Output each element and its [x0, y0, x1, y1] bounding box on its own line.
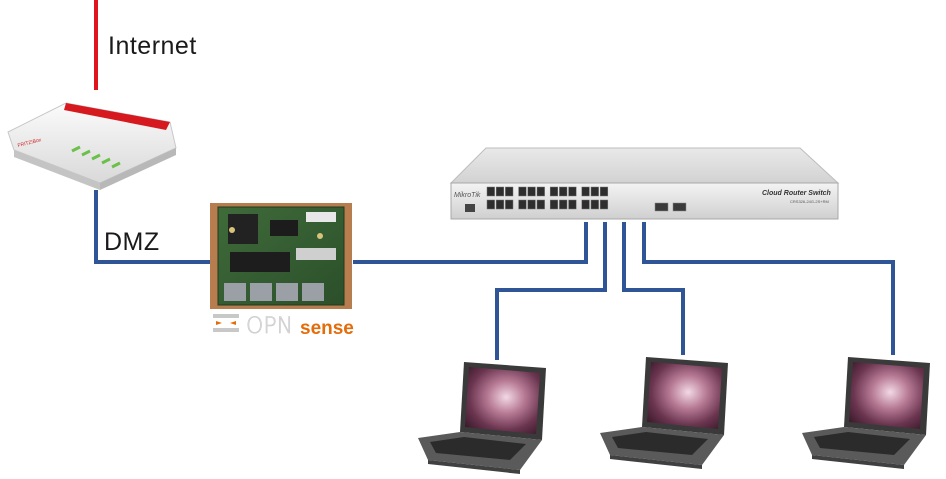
ethernet-port	[599, 186, 609, 197]
switch-title: Cloud Router Switch	[762, 190, 831, 197]
connections	[94, 0, 895, 360]
switch-to-laptop-2-link	[622, 222, 685, 355]
ethernet-port	[581, 199, 590, 210]
ethernet-port	[590, 186, 599, 197]
ethernet-port	[568, 186, 577, 197]
dmz-label: DMZ	[104, 228, 160, 256]
ethernet-port	[536, 186, 545, 197]
ethernet-port	[486, 186, 495, 197]
opnsense-logo-right: sense	[300, 318, 354, 339]
firewall-board-icon	[210, 203, 352, 309]
ethernet-port	[590, 199, 599, 210]
ethernet-port	[549, 199, 559, 210]
switch-ports	[486, 186, 687, 212]
router-leds	[71, 145, 121, 169]
sfp-port	[654, 202, 669, 212]
ethernet-port	[559, 186, 568, 197]
ethernet-port	[527, 186, 536, 197]
ethernet-port	[568, 199, 577, 210]
ethernet-port	[486, 199, 495, 210]
ethernet-port	[599, 199, 609, 210]
laptop-icon	[600, 357, 728, 469]
laptop-icon	[802, 357, 930, 469]
ethernet-port	[518, 199, 527, 210]
switch-model: CRS326-24G-2S+RM	[790, 199, 829, 204]
ethernet-port	[527, 199, 536, 210]
opnsense-logo-left: OPN	[246, 314, 293, 339]
sfp-port	[672, 202, 687, 212]
opnsense-logo: OPN sense	[213, 314, 354, 339]
router-icon: FRITZ!Box	[7, 102, 177, 190]
ethernet-port	[505, 199, 514, 210]
switch-to-laptop-3-link	[642, 222, 895, 355]
ethernet-port	[581, 186, 590, 197]
ethernet-port	[536, 199, 545, 210]
router-to-firewall-link	[94, 190, 215, 264]
firewall-to-switch-link	[353, 222, 588, 264]
console-port	[465, 204, 475, 212]
internet-label: Internet	[108, 32, 197, 60]
switch-brand: MikroTik	[454, 192, 481, 199]
ethernet-port	[559, 199, 568, 210]
network-switch-icon: MikroTik Cloud Router Switch CRS326-24G-…	[449, 147, 840, 220]
ethernet-port	[495, 199, 505, 210]
ethernet-port	[549, 186, 559, 197]
router-brand-text: FRITZ!Box	[17, 137, 42, 149]
switch-to-laptop-1-link	[495, 222, 607, 360]
ethernet-port	[518, 186, 527, 197]
ethernet-port	[495, 186, 505, 197]
laptop-icon	[418, 362, 546, 474]
ethernet-port	[505, 186, 514, 197]
